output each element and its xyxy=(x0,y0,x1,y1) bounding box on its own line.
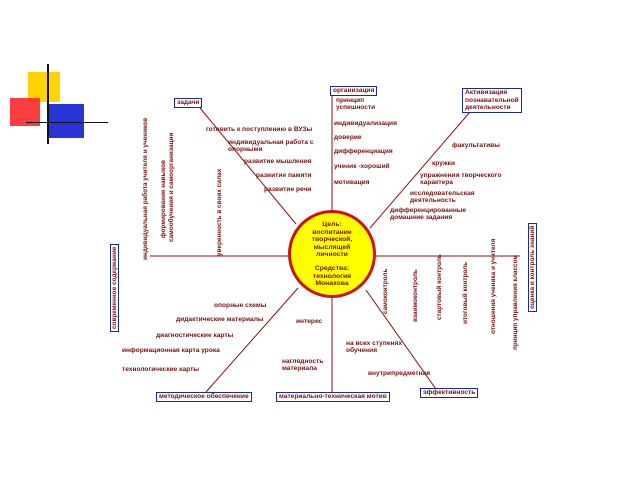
left-vertical-item-2: формирование навыков xyxy=(160,160,167,238)
tasks-item-2: индивидуальная работа с xyxy=(228,139,314,146)
line-effectiveness xyxy=(365,289,439,393)
org-item-4: доверие xyxy=(334,134,362,141)
tasks-box: задачи xyxy=(174,98,203,108)
mat-item-2: наглядность xyxy=(282,358,324,365)
method-item-3: диагностические карты xyxy=(156,332,234,339)
activation-line-2: познавательной xyxy=(465,96,519,104)
center-sub-2: технология xyxy=(312,272,352,280)
method-item-1: опорные схемы xyxy=(214,302,267,309)
right-vertical-item-1: самоконтроль xyxy=(382,268,389,314)
activ-item-8: домашние задания xyxy=(390,214,453,221)
org-item-6: ученик -хороший xyxy=(334,163,390,170)
deco-red-square xyxy=(10,98,40,126)
line-tasks xyxy=(199,107,297,225)
method-item-4: информационная карта урока xyxy=(122,347,220,354)
activ-item-1: факультативы xyxy=(452,142,500,149)
eff-item-2: обучения xyxy=(346,347,378,354)
mat-item-1: интерес xyxy=(296,318,323,325)
activation-line-1: Активизация xyxy=(465,89,508,96)
tasks-item-4: развитие мышления xyxy=(244,158,312,165)
center-line-3: творческой, xyxy=(311,236,353,244)
center-sub-3: Монахова xyxy=(315,280,349,288)
org-item-1: принцип xyxy=(336,97,365,104)
eff-item-1: на всех ступенях xyxy=(346,340,402,347)
right-vertical-box: оценка и контроль знаний xyxy=(528,222,537,312)
left-vertical-item-3: самообучения и самоорганизации xyxy=(168,132,175,242)
org-item-7: мотивация xyxy=(334,179,370,186)
tasks-item-6: развитие речи xyxy=(264,186,312,193)
activ-item-6: деятельность xyxy=(410,197,456,204)
center-goal-circle: Цель: воспитание творческой, мыслящей ли… xyxy=(288,210,376,298)
center-line-1: Цель: xyxy=(322,221,342,228)
deco-horizontal-line xyxy=(26,122,108,123)
line-methodical xyxy=(205,287,299,393)
tasks-item-1: готовить к поступлению в ВУЗы xyxy=(206,126,313,133)
right-vertical-item-4: итоговый контроль xyxy=(462,261,469,324)
method-item-5: технологические карты xyxy=(122,366,199,373)
organization-box: организация xyxy=(330,86,378,96)
right-vertical-item-5: отношения ученика и учителя xyxy=(490,238,497,334)
tasks-item-5: развитие памяти xyxy=(256,172,312,179)
material-tech-box: материально-техническая мотив xyxy=(276,392,390,402)
effectiveness-box: эффективность xyxy=(420,388,479,398)
deco-vertical-line xyxy=(47,64,49,144)
deco-yellow-square xyxy=(28,72,60,102)
methodical-box: методическое обеспечение xyxy=(156,392,252,402)
org-item-2: успешности xyxy=(336,104,376,111)
left-vertical-box: современное содержание xyxy=(110,243,119,332)
org-item-3: индивидуализация xyxy=(334,120,397,127)
right-vertical-item-6: принцип управления классом xyxy=(512,254,519,350)
left-vertical-item-4: уверенность в своих силах xyxy=(216,168,223,256)
center-sub-1: Средства: xyxy=(314,264,350,272)
deco-blue-square xyxy=(48,104,84,138)
activ-item-2: кружки xyxy=(432,160,456,167)
org-item-5: дифференциация xyxy=(334,148,393,155)
right-vertical-item-2: взаимоконтроль xyxy=(412,269,419,322)
eff-item-3: внутрипредметная xyxy=(368,370,431,377)
activation-box: Активизация познавательной деятельности xyxy=(462,88,522,113)
activ-item-7: дифференцированные xyxy=(390,207,467,214)
activation-line-3: деятельности xyxy=(465,104,511,111)
activ-item-4: характера xyxy=(420,179,453,186)
method-item-2: дидактические материалы xyxy=(176,316,264,323)
center-line-4: мыслящей xyxy=(313,243,351,251)
activ-item-3: упражнения творческого xyxy=(420,172,502,179)
tasks-item-3: опорными xyxy=(228,146,263,153)
activ-item-5: исследовательская xyxy=(410,190,475,197)
center-line-2: воспитание xyxy=(312,228,352,236)
line-activation xyxy=(369,111,471,229)
left-vertical-item-1: индивидуальная работа учителя и учеников xyxy=(142,117,149,260)
right-vertical-item-3: стартовый контроль xyxy=(436,254,443,320)
mat-item-3: материала xyxy=(282,365,317,372)
center-line-5: личности xyxy=(316,251,348,259)
